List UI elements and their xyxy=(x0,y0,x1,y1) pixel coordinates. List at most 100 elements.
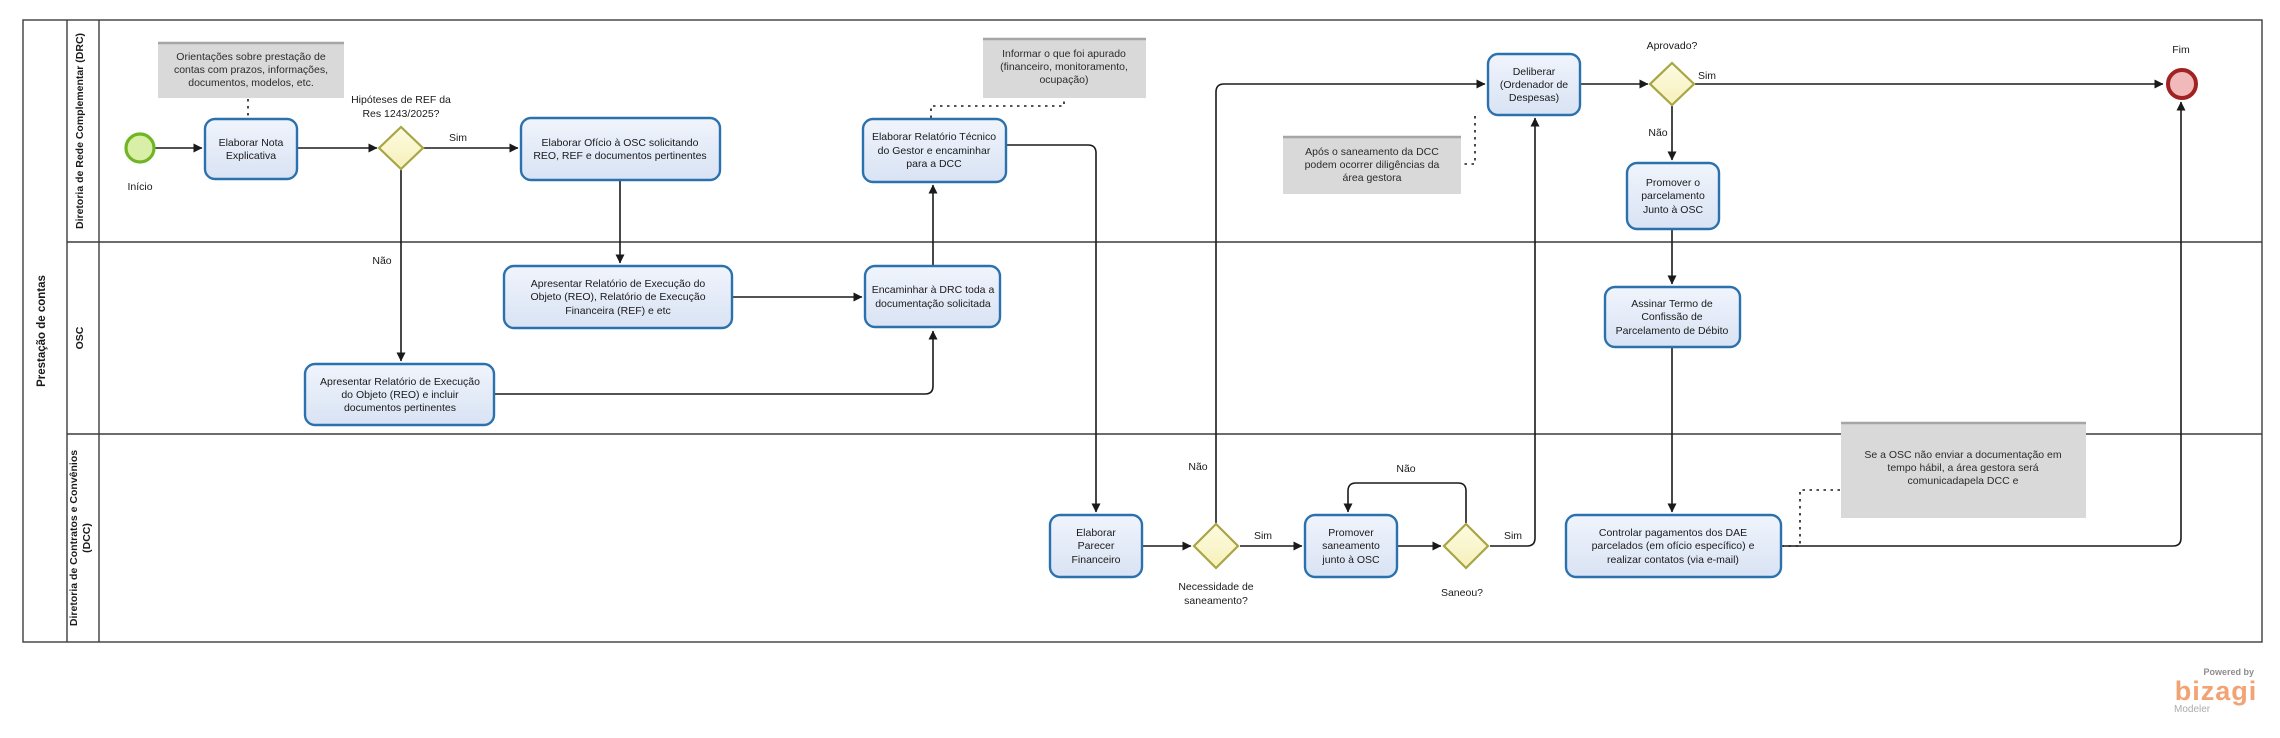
task-assinar-termo-confissao[interactable]: Assinar Termo de Confissão de Parcelamen… xyxy=(1603,285,1742,349)
task-apresentar-reo-incluir[interactable]: Apresentar Relatório de Execução do Obje… xyxy=(303,362,496,427)
gateway-aprovado[interactable]: Aprovado? xyxy=(1647,40,1698,107)
task-label: Junto à OSC xyxy=(1643,204,1704,216)
task-label: Assinar Termo de xyxy=(1631,298,1713,310)
flow-label-nao-gw4: Não xyxy=(1396,463,1415,475)
task-deliberar-ordenador[interactable]: Deliberar (Ordenador de Despesas) xyxy=(1486,52,1582,117)
annotation-orientacoes[interactable]: Orientações sobre prestação de contas co… xyxy=(158,41,344,98)
gateway-label: Res 1243/2025? xyxy=(362,108,439,120)
task-controlar-pagamentos-dae[interactable]: Controlar pagamentos dos DAE parcelados … xyxy=(1564,513,1783,579)
task-label: Elaborar Relatório Técnico xyxy=(872,131,996,143)
task-encaminhar-drc[interactable]: Encaminhar à DRC toda a documentação sol… xyxy=(863,264,1002,329)
task-elaborar-parecer-financeiro[interactable]: Elaborar Parecer Financeiro xyxy=(1048,513,1144,579)
annotation-text: contas com prazos, informações, xyxy=(174,64,328,76)
task-apresentar-reo-ref[interactable]: Apresentar Relatório de Execução do Obje… xyxy=(502,264,734,330)
task-label: Explicativa xyxy=(226,150,276,162)
pool-title: Prestação de contas xyxy=(36,275,48,387)
task-label: do Objeto (REO) e incluir xyxy=(341,389,459,401)
task-label: saneamento xyxy=(1322,540,1380,552)
task-label: Elaborar Nota xyxy=(219,137,284,149)
flow-label-sim-gw3: Sim xyxy=(1254,530,1272,542)
flow-apresentar-reo-to-encaminhar xyxy=(494,330,938,395)
annotation-text: ocupação) xyxy=(1039,74,1088,86)
flow-label-nao-gw1: Não xyxy=(372,255,391,267)
task-label: parcelamento xyxy=(1641,190,1705,202)
annotation-text: podem ocorrer diligências da xyxy=(1305,159,1440,171)
bizagi-logo: Powered by bizagi Modeler xyxy=(2174,667,2258,715)
flow-relatorio-to-parecer xyxy=(1006,144,1101,513)
task-label: Objeto (REO), Relatório de Execução xyxy=(530,291,705,303)
assoc-se-osc xyxy=(1783,489,1840,547)
flow-label-sim-gw4: Sim xyxy=(1504,530,1522,542)
annotation-text: Se a OSC não enviar a documentação em xyxy=(1864,449,2062,461)
flow-gw4-sim-to-deliberar xyxy=(1490,117,1540,547)
task-elaborar-relatorio-tecnico[interactable]: Elaborar Relatório Técnico do Gestor e e… xyxy=(861,117,1008,184)
annotation-se-osc-nao-enviar[interactable]: Se a OSC não enviar a documentação em te… xyxy=(1841,421,2086,518)
logo-modeler: Modeler xyxy=(2174,704,2211,715)
gateway-hipoteses-ref[interactable]: Hipóteses de REF da Res 1243/2025? xyxy=(351,94,451,171)
task-label: para a DCC xyxy=(906,158,962,170)
task-label: Promover o xyxy=(1646,177,1700,189)
task-elaborar-oficio-osc[interactable]: Elaborar Ofício à OSC solicitando REO, R… xyxy=(519,116,722,182)
annotation-text: Orientações sobre prestação de xyxy=(176,51,326,63)
annotation-apos-saneamento[interactable]: Após o saneamento da DCC podem ocorrer d… xyxy=(1283,135,1461,194)
annotation-text: documentos, modelos, etc. xyxy=(188,77,313,89)
task-label: parcelados (em ofício específico) e xyxy=(1592,540,1755,552)
annotation-text: comunicadapela DCC e xyxy=(1908,475,2019,487)
gateway-saneou[interactable]: Saneou? xyxy=(1441,522,1490,599)
task-label: Apresentar Relatório de Execução xyxy=(320,376,480,388)
flow-controlar-to-fim xyxy=(1781,101,2186,547)
task-label: Deliberar xyxy=(1513,66,1556,78)
task-promover-parcelamento[interactable]: Promover o parcelamento Junto à OSC xyxy=(1625,161,1721,231)
assoc-apos-saneamento xyxy=(1462,116,1476,165)
annotation-text: Informar o que foi apurado xyxy=(1002,48,1126,60)
annotation-text: Após o saneamento da DCC xyxy=(1305,146,1439,158)
task-label: do Gestor e encaminhar xyxy=(878,145,991,157)
gateway-label: Aprovado? xyxy=(1647,40,1698,52)
annotation-informar-apurado[interactable]: Informar o que foi apurado (financeiro, … xyxy=(983,37,1146,98)
task-label: Promover xyxy=(1328,527,1374,539)
task-label: Encaminhar à DRC toda a xyxy=(872,284,995,296)
task-label: Elaborar Ofício à OSC solicitando xyxy=(542,137,699,149)
flow-labels: Sim Não Sim Não Sim Não Sim Não xyxy=(372,70,1716,542)
logo-brand-bizagi: bizagi xyxy=(2175,676,2258,706)
task-label: Confissão de xyxy=(1641,311,1702,323)
task-promover-saneamento[interactable]: Promover saneamento junto à OSC xyxy=(1303,513,1399,579)
lane-label-drc: Diretoria de Rede Complementar (DRC) xyxy=(74,33,86,229)
sequence-flows xyxy=(155,79,2186,551)
task-label: Financeiro xyxy=(1071,554,1120,566)
gateway-label: Hipóteses de REF da xyxy=(351,94,451,106)
flow-label-sim-gw2: Sim xyxy=(1698,70,1716,82)
task-label: Controlar pagamentos dos DAE xyxy=(1599,527,1747,539)
task-label: documentação solicitada xyxy=(875,298,991,310)
task-label: Elaborar xyxy=(1076,527,1116,539)
start-event[interactable]: Início xyxy=(124,132,156,193)
task-label: realizar contatos (via e-mail) xyxy=(1607,554,1739,566)
gateway-label: Saneou? xyxy=(1441,587,1483,599)
task-label: REO, REF e documentos pertinentes xyxy=(533,150,706,162)
annotation-text: área gestora xyxy=(1343,172,1402,184)
annotation-text: tempo hábil, a área gestora será xyxy=(1887,462,2038,474)
flow-label-nao-gw3: Não xyxy=(1188,461,1207,473)
task-label: Apresentar Relatório de Execução do xyxy=(531,278,706,290)
lane-label-osc: OSC xyxy=(74,326,86,349)
task-label: (Ordenador de xyxy=(1500,79,1568,91)
task-elaborar-nota-explicativa[interactable]: Elaborar Nota Explicativa xyxy=(203,117,299,181)
flow-gw4-nao-loop xyxy=(1343,482,1467,523)
gateway-label: saneamento? xyxy=(1184,595,1248,607)
assoc-informar xyxy=(930,99,1065,118)
task-label: Parecer xyxy=(1078,540,1115,552)
end-event[interactable]: Fim xyxy=(2166,44,2198,100)
task-label: Despesas) xyxy=(1509,92,1559,104)
task-label: Financeira (REF) e etc xyxy=(565,305,671,317)
annotation-text: (financeiro, monitoramento, xyxy=(1000,61,1128,73)
flow-label-nao-gw2: Não xyxy=(1648,127,1667,139)
gateway-label: Necessidade de xyxy=(1178,581,1253,593)
lane-label-dcc: Diretoria de Contratos e Convênios xyxy=(68,450,80,626)
annotation-associations xyxy=(247,99,1840,547)
flow-label-sim-gw1: Sim xyxy=(449,132,467,144)
gateway-necessidade-saneamento[interactable]: Necessidade de saneamento? xyxy=(1178,522,1254,607)
task-label: documentos pertinentes xyxy=(344,402,456,414)
start-event-label: Início xyxy=(127,181,152,193)
lane-label-dcc-line2: (DCC) xyxy=(81,523,93,553)
